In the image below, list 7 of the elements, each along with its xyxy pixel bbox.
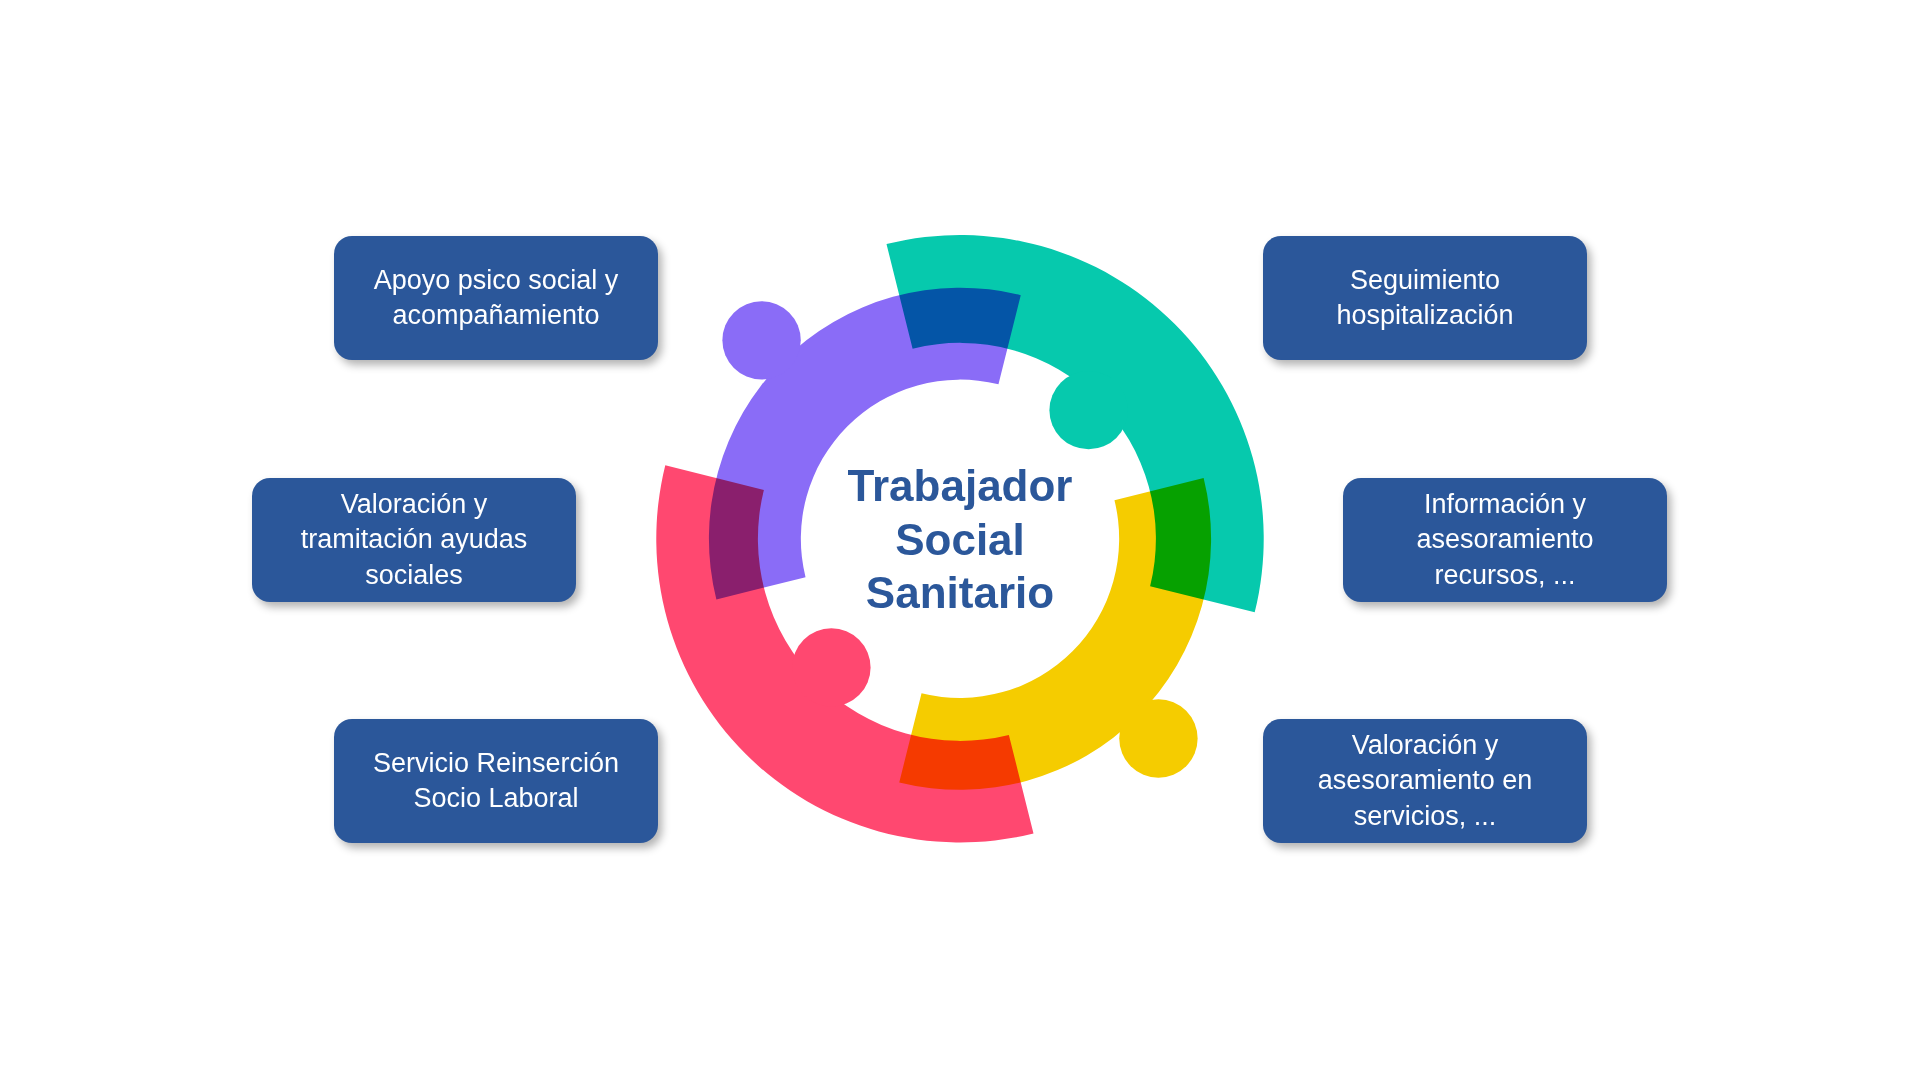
center-title: Trabajador Social Sanitario: [846, 460, 1074, 620]
service-box: Valoración y asesoramiento en servicios, ...: [1263, 719, 1587, 843]
service-box: Valoración y tramitación ayudas sociales: [252, 478, 576, 602]
service-box: Apoyo psico social y acompañamiento: [334, 236, 658, 360]
service-box: Información y asesoramiento recursos, ...: [1343, 478, 1667, 602]
service-box: Seguimiento hospitalización: [1263, 236, 1587, 360]
service-box: Servicio Reinserción Socio Laboral: [334, 719, 658, 843]
